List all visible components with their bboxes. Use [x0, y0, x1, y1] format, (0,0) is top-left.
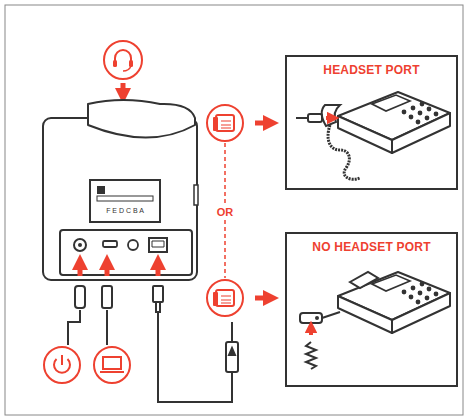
- base-unit: [78, 243, 82, 247]
- desk-phone: [306, 342, 316, 369]
- power-icon: [44, 347, 80, 383]
- cable: [231, 322, 233, 342]
- cable: [158, 312, 232, 402]
- panel-box: HEADSET PORT: [285, 55, 458, 190]
- arrow: [255, 121, 271, 126]
- desk-phone: [328, 125, 360, 179]
- headset-icon: [115, 50, 131, 63]
- desk-phone: [350, 272, 378, 288]
- computer-icon: [100, 371, 124, 373]
- phone-icon: [213, 292, 218, 306]
- headset-icon: [104, 41, 142, 79]
- panel-box: NO HEADSET PORT: [285, 232, 458, 387]
- base-unit: [97, 196, 153, 201]
- switch-scale: F E D C B A: [104, 206, 146, 213]
- base-unit: [60, 230, 192, 275]
- computer-icon: [103, 357, 121, 369]
- desk-phone: [338, 92, 450, 153]
- desk-phone: [315, 316, 319, 320]
- headset-icon: [113, 60, 117, 67]
- plug: [229, 348, 235, 355]
- computer-icon: [94, 347, 130, 383]
- headset-icon: [129, 60, 133, 67]
- base-unit: [97, 186, 105, 194]
- base-unit: [149, 238, 167, 252]
- base-unit: [74, 239, 86, 251]
- or-label: OR: [215, 206, 236, 218]
- desk-phone: [322, 312, 340, 318]
- base-unit: [43, 100, 198, 280]
- base-unit: [43, 118, 197, 280]
- plug: [226, 342, 238, 372]
- desk-phone: [338, 272, 450, 333]
- base-unit: [152, 241, 164, 247]
- cable: [68, 310, 80, 345]
- power-icon: [44, 347, 80, 383]
- cable: [106, 310, 108, 345]
- desk-phone: [309, 327, 313, 335]
- base-unit: [194, 185, 198, 205]
- base-unit: [103, 241, 117, 247]
- desk-phone: [326, 116, 333, 120]
- panel-heading: HEADSET PORT: [287, 63, 456, 77]
- phone-icon: [221, 121, 231, 128]
- cable: [68, 310, 232, 402]
- desk-phone: [300, 272, 450, 369]
- arrow: [78, 262, 83, 276]
- plug: [102, 286, 112, 308]
- plug: [75, 286, 85, 308]
- arrow: [121, 83, 126, 96]
- phone-icon: [213, 117, 218, 131]
- panel-heading: NO HEADSET PORT: [287, 240, 456, 254]
- arrow: [80, 262, 158, 276]
- base-unit: [128, 240, 138, 250]
- arrow: [105, 262, 110, 276]
- desk-phone: [300, 313, 322, 323]
- phone-icon: [216, 290, 234, 306]
- arrow: [255, 296, 271, 301]
- headset-icon: [123, 66, 131, 71]
- plug: [153, 286, 163, 302]
- power-icon: [61, 355, 63, 365]
- headset-icon: [104, 41, 142, 79]
- desk-phone: [296, 117, 308, 119]
- desk-phone: [308, 114, 322, 122]
- arrow: [156, 262, 161, 276]
- desk-phone: [322, 105, 340, 126]
- phone-icon: [221, 296, 231, 303]
- frame: [5, 5, 463, 415]
- phone-icon: [207, 280, 243, 316]
- plug: [156, 302, 160, 312]
- computer-icon: [94, 347, 130, 383]
- phone-icon: [216, 115, 234, 131]
- arrow: [255, 123, 271, 298]
- base-unit: [90, 180, 160, 222]
- phone-icon: [207, 105, 243, 316]
- phone-icon: [207, 105, 243, 141]
- desk-phone: [296, 92, 450, 179]
- base-unit: [88, 100, 195, 138]
